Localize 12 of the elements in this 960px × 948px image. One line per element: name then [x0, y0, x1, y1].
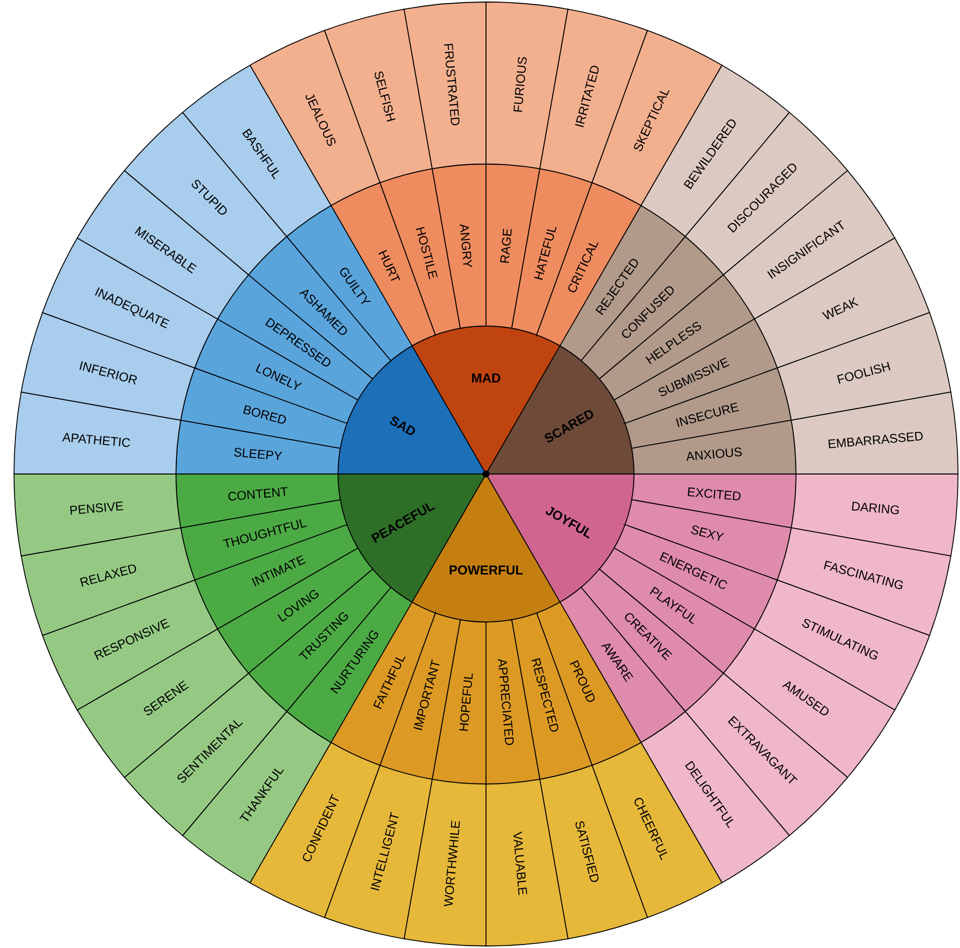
outer-segment: FURIOUS — [486, 2, 568, 170]
outer-segment: DARING — [790, 474, 958, 556]
node-label: WORTHWHILE — [444, 820, 460, 906]
node-label: EMBARRASSED — [828, 432, 923, 448]
outer-segment: FRUSTRATED — [404, 2, 486, 170]
outer-segment: PENSIVE — [14, 474, 182, 556]
outer-segment: VALUABLE — [486, 778, 568, 946]
outer-segment: EMBARRASSED — [790, 392, 958, 474]
node-label: DARING — [852, 502, 899, 514]
outer-segment: WORTHWHILE — [404, 778, 486, 946]
node-label: VALUABLE — [513, 831, 528, 896]
outer-segment: APATHETIC — [14, 392, 182, 474]
